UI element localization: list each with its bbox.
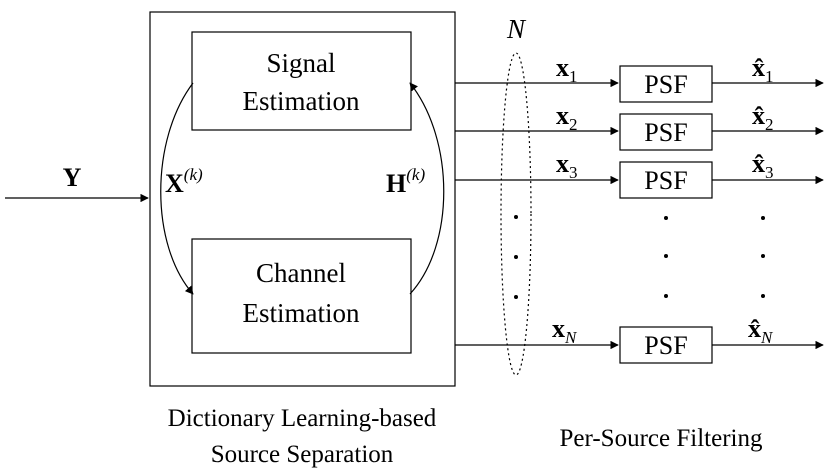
filtered-label-n: x̂N bbox=[748, 314, 774, 347]
signal-label-3: x3 bbox=[556, 149, 578, 182]
x-feedback-arc bbox=[160, 82, 194, 295]
signal-estimation-block bbox=[191, 31, 412, 131]
ellipsis-dot bbox=[664, 216, 668, 220]
filtered-label-2: x̂2 bbox=[752, 101, 774, 134]
filtered-label-3: x̂3 bbox=[752, 149, 774, 182]
x-feedback-label: X(k) bbox=[165, 165, 203, 198]
filtered-label-1: x̂1 bbox=[752, 53, 774, 86]
signal-estimation-label-line1: Signal bbox=[266, 48, 335, 78]
ellipsis-dot bbox=[514, 295, 518, 299]
signal-estimation-label-line2: Estimation bbox=[243, 86, 360, 116]
channel-estimation-block bbox=[191, 238, 412, 354]
ellipsis-dot bbox=[514, 215, 518, 219]
psf-block-3 bbox=[619, 161, 713, 199]
filtering-caption: Per-Source Filtering bbox=[560, 425, 763, 452]
ellipsis-dot bbox=[514, 255, 518, 259]
h-feedback-arc bbox=[409, 82, 445, 295]
source-count-label: N bbox=[506, 14, 527, 44]
signal-label-n: xN bbox=[552, 314, 578, 347]
channel-estimation-label-line2: Estimation bbox=[243, 298, 360, 328]
ellipsis-dot bbox=[664, 294, 668, 298]
psf-block-1 bbox=[619, 65, 713, 103]
psf-label-3: PSF bbox=[644, 166, 687, 195]
ellipsis-dot bbox=[761, 254, 765, 258]
ellipsis-dot bbox=[761, 216, 765, 220]
psf-label-1: PSF bbox=[644, 70, 687, 99]
h-feedback-label: H(k) bbox=[386, 165, 425, 198]
separation-caption-line2: Source Separation bbox=[211, 441, 394, 468]
source-group-ellipse bbox=[500, 52, 532, 376]
psf-label-n: PSF bbox=[644, 331, 687, 360]
channel-estimation-label-line1: Channel bbox=[256, 258, 346, 288]
ellipsis-dot bbox=[664, 254, 668, 258]
psf-label-2: PSF bbox=[644, 118, 687, 147]
separation-caption-line1: Dictionary Learning-based bbox=[168, 405, 437, 432]
ellipsis-dot bbox=[761, 294, 765, 298]
input-label: Y bbox=[63, 163, 82, 192]
psf-block-2 bbox=[619, 113, 713, 151]
signal-label-1: x1 bbox=[556, 53, 578, 86]
signal-label-2: x2 bbox=[556, 101, 578, 134]
